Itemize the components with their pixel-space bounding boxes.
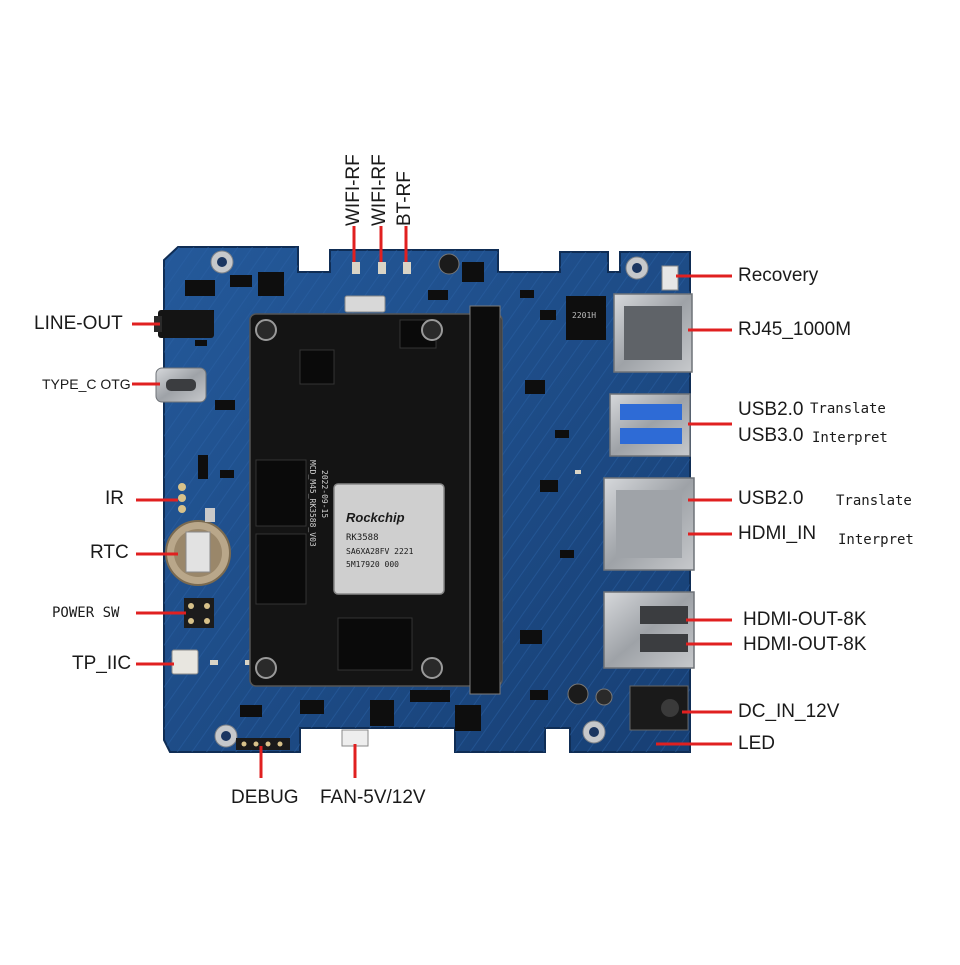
- board-connector: [469, 305, 501, 695]
- label-power-sw: POWER SW: [52, 605, 120, 621]
- rf-pad: [344, 295, 386, 313]
- smd-components: [185, 262, 574, 731]
- label-usb20-a: USB2.0: [738, 399, 804, 420]
- dc-in-part: [629, 685, 689, 731]
- tp-iic-part: [171, 649, 199, 675]
- label-dc-in: DC_IN_12V: [738, 701, 840, 722]
- label-hdmi-in: HDMI_IN: [738, 523, 817, 544]
- label-wifi-rf-1: WIFI-RF: [343, 154, 364, 226]
- hdmi-in-part: [603, 477, 695, 571]
- leader-lines: [132, 226, 732, 778]
- label-interpret-2: Interpret: [838, 532, 914, 548]
- label-usb30: USB3.0: [738, 425, 804, 446]
- rj45-mark: 2201H: [572, 311, 596, 320]
- line-out-jack-part: [154, 310, 214, 338]
- label-ir: IR: [105, 488, 124, 509]
- ir-header-part: [178, 483, 186, 513]
- fan-connector-part: [341, 729, 369, 747]
- label-hdmi-out-2: HDMI-OUT-8K: [743, 634, 867, 655]
- rj45-part: 2201H: [566, 293, 693, 373]
- power-sw-part: [184, 598, 214, 628]
- label-interpret-1: Interpret: [812, 430, 888, 446]
- capacitor: [595, 688, 613, 706]
- hdmi-out-part: [603, 591, 695, 669]
- label-hdmi-out-1: HDMI-OUT-8K: [743, 609, 867, 630]
- rtc-battery-part: [165, 508, 231, 586]
- capacitor: [438, 253, 460, 275]
- chip-model: RK3588: [346, 533, 379, 543]
- som-module: Rockchip RK3588 SA6XA28FV 2221 5M17920 0…: [249, 313, 503, 687]
- recovery-switch-part: [661, 265, 679, 291]
- chip-line-1: SA6XA28FV 2221: [346, 547, 414, 556]
- type-c-part: [155, 367, 207, 403]
- label-translate-2: Translate: [836, 493, 912, 509]
- label-type-c: TYPE_C OTG: [42, 376, 131, 392]
- label-bt-rf: BT-RF: [394, 171, 415, 226]
- label-led: LED: [738, 733, 775, 754]
- label-fan: FAN-5V/12V: [320, 787, 426, 808]
- debug-header-part: [236, 738, 290, 750]
- label-rtc: RTC: [90, 542, 129, 563]
- usb-stack-part: [609, 393, 691, 457]
- label-translate-1: Translate: [810, 401, 886, 417]
- label-line-out: LINE-OUT: [34, 313, 123, 334]
- capacitor: [567, 683, 589, 705]
- label-rj45: RJ45_1000M: [738, 319, 852, 340]
- label-recovery: Recovery: [738, 265, 819, 286]
- som-date: 2022-09-15: [320, 470, 329, 518]
- label-usb20-b: USB2.0: [738, 488, 804, 509]
- chip-brand: Rockchip: [346, 510, 405, 525]
- label-tp-iic: TP_IIC: [72, 653, 132, 674]
- som-id: MCD_M45_RK3588_V03: [308, 460, 317, 547]
- passive-components: [210, 262, 581, 665]
- label-wifi-rf-2: WIFI-RF: [369, 154, 390, 226]
- label-debug: DEBUG: [231, 787, 299, 808]
- chip-line-2: 5M17920 000: [346, 560, 399, 569]
